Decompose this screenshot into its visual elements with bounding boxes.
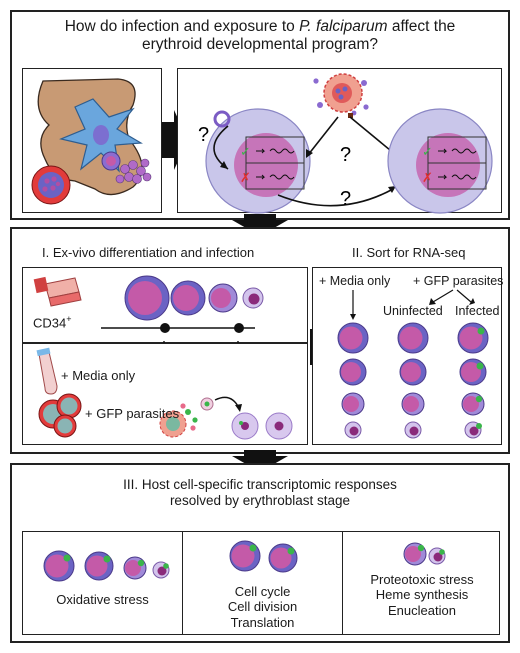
section-2-title: II. Sort for RNA-seq xyxy=(352,245,466,260)
sort-grid xyxy=(337,289,489,439)
marrow-niche-illustration xyxy=(31,78,152,205)
column-divider-1 xyxy=(182,532,183,634)
response-col2-text: Cell cycle Cell division Translation xyxy=(227,584,298,630)
response-col1-text: Oxidative stress xyxy=(56,592,149,607)
culture-flask-icon xyxy=(33,276,82,307)
question-mark-3: ? xyxy=(340,188,351,210)
released-parasites xyxy=(159,397,214,438)
sort-media-header: + Media only xyxy=(319,274,391,288)
gfp-parasites-label: + GFP parasites xyxy=(85,406,180,421)
dendritic-nucleus xyxy=(93,125,109,145)
hemozoin-icon xyxy=(348,113,353,118)
proteotoxic-stress-cells xyxy=(403,542,446,566)
species-name: P. falciparum xyxy=(299,18,388,35)
marrow-niche-box xyxy=(22,68,162,213)
parasite-dots xyxy=(42,176,61,192)
response-cells xyxy=(43,540,446,582)
uninfected-column xyxy=(397,322,429,439)
bottom-panel: III. Host cell-specific transcriptomic r… xyxy=(10,463,510,643)
infected-label: Infected xyxy=(455,304,500,318)
top-transition-arrow xyxy=(162,110,188,170)
question-mark-1: ? xyxy=(198,124,209,146)
nucleus-right xyxy=(416,133,480,197)
down-arrow-2 xyxy=(232,450,288,472)
cross-icon-left: ✗ xyxy=(240,171,251,186)
response-col3-text: Proteotoxic stress Heme synthesis Enucle… xyxy=(370,572,474,618)
ring-parasite-icon xyxy=(213,110,231,128)
infection-box: + Media only + GFP parasites xyxy=(22,343,308,445)
middle-panel: I. Ex-vivo differentiation and infection… xyxy=(10,227,510,454)
column-divider-2 xyxy=(342,532,343,634)
infected-rbc-cluster xyxy=(38,393,82,438)
oxidative-stress-cells xyxy=(43,550,170,582)
infection-illustration xyxy=(36,347,293,440)
check-icon-right: ✓ xyxy=(422,145,433,160)
tube-icon xyxy=(36,347,58,395)
top-panel: How do infection and exposure to P. falc… xyxy=(10,10,510,220)
media-column xyxy=(337,322,369,439)
check-icon-left: ✓ xyxy=(240,145,251,160)
question-mark-2: ? xyxy=(340,144,351,166)
infected-column xyxy=(457,322,489,439)
merozoites xyxy=(313,78,369,116)
cd34-label: CD34+ xyxy=(33,314,72,331)
differentiation-box: CD34+ xyxy=(22,267,308,343)
differentiation-illustration xyxy=(33,275,264,333)
down-arrow-1 xyxy=(232,214,288,236)
uninfected-label: Uninfected xyxy=(383,304,443,318)
response-box: Oxidative stress Cell cycle Cell divisio… xyxy=(22,531,500,635)
sort-gfp-header: + GFP parasites xyxy=(413,274,504,288)
nucleus-left xyxy=(234,133,298,197)
reticulocyte-cluster xyxy=(115,158,152,184)
regulation-box: ✓ ✗ ? ? ? xyxy=(177,68,502,214)
question-title: How do infection and exposure to P. falc… xyxy=(64,18,456,54)
section-3-title: III. Host cell-specific transcriptomic r… xyxy=(123,477,397,508)
infected-rbc-inner xyxy=(38,172,64,198)
timepoint-dot-1 xyxy=(160,323,170,333)
cross-icon-right: ✗ xyxy=(422,171,433,186)
timepoint-dot-2 xyxy=(234,323,244,333)
cell-cycle-cells xyxy=(229,540,298,573)
media-only-label: + Media only xyxy=(61,368,136,383)
regulation-schematic: ✓ ✗ ? ? ? xyxy=(198,73,493,214)
section-1-title: I. Ex-vivo differentiation and infection xyxy=(42,245,255,260)
sort-box: + Media only + GFP parasites Uninfected … xyxy=(312,267,504,445)
